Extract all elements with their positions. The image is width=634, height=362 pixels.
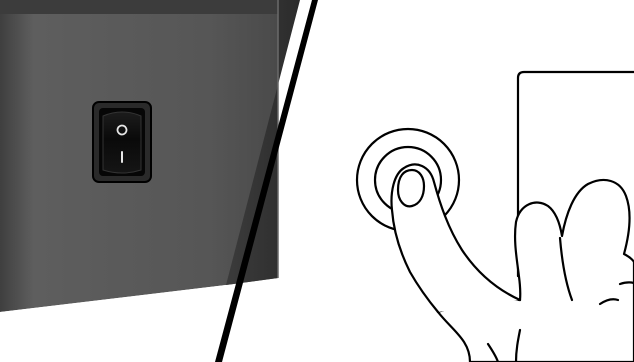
right-panel xyxy=(357,72,634,362)
rocker-switch-paddle[interactable] xyxy=(103,112,141,173)
rocker-switch[interactable] xyxy=(93,102,151,182)
index-fingernail xyxy=(398,170,424,206)
left-panel xyxy=(0,0,300,362)
cabinet-top-shade xyxy=(0,0,278,14)
